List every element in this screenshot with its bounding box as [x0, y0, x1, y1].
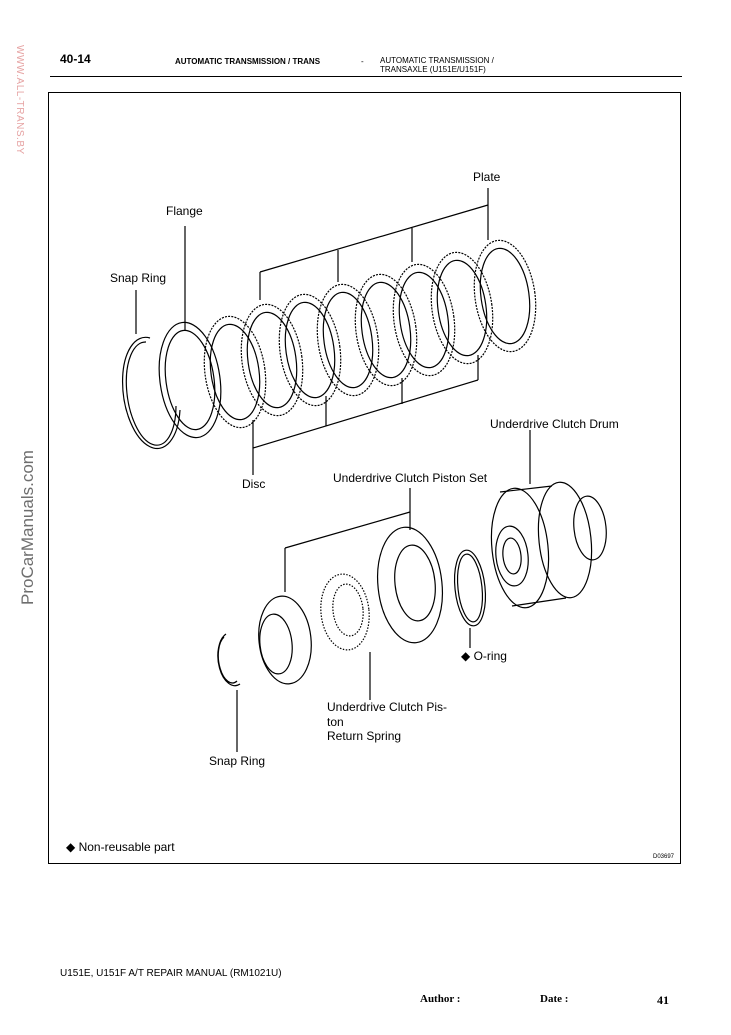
snap-ring-bottom-part [217, 633, 241, 687]
label-underdrive-clutch-drum: Underdrive Clutch Drum [490, 417, 619, 431]
disc-leaders [252, 355, 479, 475]
label-underdrive-clutch-piston-set: Underdrive Clutch Piston Set [333, 471, 488, 485]
section-title-right-line2: TRANSAXLE (U151E/U151F) [380, 65, 486, 74]
return-spring-part [320, 573, 370, 651]
piston-set-leaders [284, 488, 411, 592]
piston-part [377, 526, 443, 644]
legend-text: Non-reusable part [78, 840, 175, 854]
diamond-icon: ◆ [66, 840, 76, 854]
diamond-icon: ◆ [461, 649, 471, 663]
footer-author-label: Author : [420, 993, 461, 1005]
label-flange: Flange [166, 204, 203, 218]
flange-part [158, 321, 222, 439]
plate-leaders [259, 188, 489, 300]
legend: ◆ Non-reusable part [66, 840, 175, 854]
label-return-spring-line3: Return Spring [327, 729, 402, 743]
label-return-spring-line1: Underdrive Clutch Pis- [327, 700, 448, 714]
footer-date-label: Date : [540, 993, 569, 1005]
section-title-right-line1: AUTOMATIC TRANSMISSION / [380, 56, 494, 65]
header-rule [50, 76, 682, 77]
label-plate: Plate [473, 170, 501, 184]
label-snap-ring-bottom: Snap Ring [209, 754, 266, 768]
clutch-pack-inner [209, 247, 531, 421]
section-separator: - [361, 57, 364, 66]
figure-frame [48, 92, 681, 864]
page-number: 40-14 [60, 52, 91, 66]
underdrive-clutch-drum-part [490, 481, 607, 609]
label-o-ring: ◆ O-ring [461, 649, 507, 663]
footer-page-number: 41 [657, 993, 669, 1007]
section-title-left: AUTOMATIC TRANSMISSION / TRANS [175, 57, 321, 66]
label-o-ring-text: O-ring [473, 649, 507, 663]
figure-code: D03697 [653, 854, 675, 860]
label-return-spring-line2: ton [327, 715, 344, 729]
footer-manual-title: U151E, U151F A/T REPAIR MANUAL (RM1021U) [60, 968, 282, 979]
clutch-pack [203, 239, 537, 429]
label-disc: Disc [242, 477, 266, 491]
piston-housing-part [258, 595, 312, 685]
label-snap-ring-top: Snap Ring [110, 271, 167, 285]
snap-ring-top-part [121, 336, 181, 450]
o-ring-part [453, 549, 487, 627]
watermark-url: WWW.ALL-TRANS.BY [14, 45, 25, 155]
